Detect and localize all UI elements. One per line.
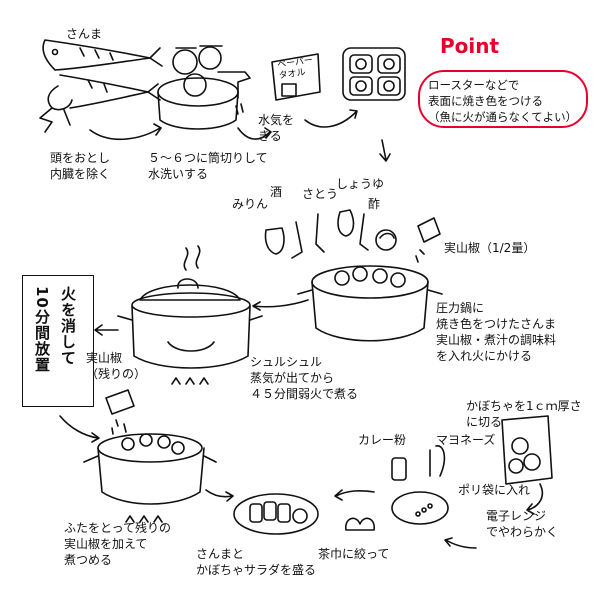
step-cut-wash: ５～６つに筒切りして 水洗いする xyxy=(148,151,268,181)
roaster-tray-illustration xyxy=(342,47,406,101)
step-microwave: 電子レンジ でやわらかく xyxy=(486,509,559,539)
mixing-bowl-illustration xyxy=(391,445,449,525)
chakin-illustration xyxy=(345,517,375,531)
turn-off-heat-text: 火を消して xyxy=(59,286,77,366)
seasoning-illustration xyxy=(264,209,441,263)
step-serve: さんまと かぼちゃサラダを盛る xyxy=(196,547,317,577)
sugar-label: さとう xyxy=(302,187,339,201)
pressure-cooker-lid-illustration xyxy=(117,245,263,385)
pressure-cooker-open-illustration xyxy=(297,265,443,342)
serving-plate-illustration xyxy=(233,493,319,535)
point-note: ロースターなどで 表面に焼き色をつける （魚に火が通らなくてよい） xyxy=(418,70,588,128)
step-cut-pumpkin: かぼちゃを1ｃｍ厚さ に切る xyxy=(466,399,582,429)
vinegar-label: 酢 xyxy=(368,197,381,211)
step-pressure-cooker: 圧力鍋に 焼き色をつけたさんま 実山椒・煮汁の調味料 を入れ火にかける xyxy=(436,301,557,363)
step-drain: 水気を きる xyxy=(258,113,295,143)
step-plastic-bag: ポリ袋に入れ xyxy=(458,483,531,497)
mayonnaise-label: マヨネーズ xyxy=(436,433,496,447)
sansho-rest-label: 実山椒 （残りの） xyxy=(86,351,147,381)
sansho-half-label: 実山椒（1/2量） xyxy=(444,241,536,255)
step-add-remaining-sansho: ふたをとって残りの 実山椒を加えて 煮つめる xyxy=(64,521,172,567)
sanma-fish-illustration xyxy=(39,39,163,133)
step-remove-head: 頭をおとし 内臓を除く xyxy=(50,151,111,181)
water-pot-illustration xyxy=(157,45,251,130)
step-squeeze-cloth: 茶巾に絞って xyxy=(318,547,390,561)
rest-10min-box: 火を消して 10分間放置 xyxy=(22,275,94,407)
rest-10min-text: 10分間放置 xyxy=(33,286,51,373)
curry-powder-label: カレー粉 xyxy=(358,433,407,447)
step-simmer-45: シュルシュル 蒸気が出てから ４５分間弱火で煮る xyxy=(250,355,359,401)
sanma-label: さんま xyxy=(66,27,103,41)
sake-label: 酒 xyxy=(270,185,283,199)
soy-sauce-label: しょうゆ xyxy=(336,177,385,191)
mirin-label: みりん xyxy=(232,197,269,211)
final-pot-illustration xyxy=(83,389,217,523)
paper-towel-illustration xyxy=(271,53,321,101)
pumpkin-bag-illustration xyxy=(501,415,553,485)
point-title: Point xyxy=(440,34,500,58)
flow-arrows xyxy=(59,109,544,549)
